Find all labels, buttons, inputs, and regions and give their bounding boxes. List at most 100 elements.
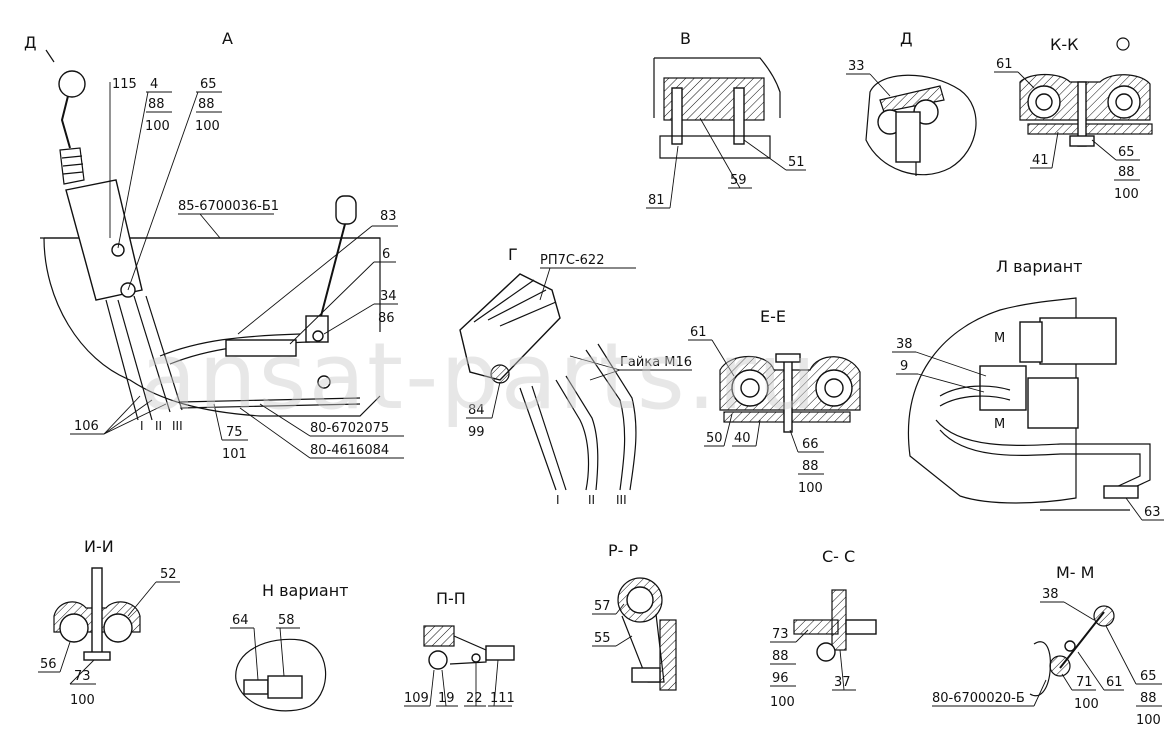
leader-106c [103, 403, 167, 435]
leader-73a [69, 659, 95, 685]
leader-40 [755, 419, 761, 447]
leader-80a [259, 403, 311, 437]
callout-22: 22 [466, 691, 483, 706]
mount-plate-line [179, 397, 361, 403]
view-mm-ring-top [1093, 605, 1115, 627]
section-mark-m-top: М [994, 331, 1005, 346]
callout-59: 59 [730, 173, 747, 188]
leader-50 [723, 413, 733, 447]
view-kk-nut [1069, 135, 1095, 147]
mount-plate-line-b [179, 403, 361, 409]
second-lever-rod [319, 223, 346, 321]
callout-88c: 88 [1118, 165, 1135, 180]
leader-106b [103, 399, 153, 435]
leader-71 [1061, 673, 1073, 691]
callout-88a: 88 [148, 97, 165, 112]
callout-115: 115 [112, 77, 137, 92]
callout-86: 86 [378, 311, 395, 326]
leader-64 [253, 627, 259, 681]
leader-41 [1051, 131, 1059, 169]
position-g1: I [556, 493, 560, 507]
cylinder-body [225, 339, 297, 357]
position-g2: II [588, 493, 595, 507]
view-d-outline [865, 74, 977, 176]
view-a-title: А [222, 29, 233, 48]
bracket-bolt [317, 375, 331, 389]
callout-80c: 80-6700020-Б [932, 691, 1025, 706]
boot-ribs [61, 155, 84, 175]
callout-40: 40 [734, 431, 751, 446]
leader-52 [127, 581, 157, 617]
view-ii-ring-right [103, 613, 133, 643]
view-d-title: Д [900, 29, 913, 48]
view-ss-bracket [793, 619, 839, 635]
view-n: Н вариант 64 58 [230, 581, 349, 712]
view-g-title: Г [508, 245, 518, 264]
leader-61b [711, 339, 735, 377]
callout-100e: 100 [70, 693, 95, 708]
view-l-valve [1039, 317, 1117, 365]
view-ss-pipe [816, 642, 836, 662]
leader-106a [103, 395, 141, 435]
view-mm-pin [1064, 640, 1076, 652]
view-d-hatch [879, 85, 945, 113]
callout-56: 56 [40, 657, 57, 672]
view-kk-title: К-К [1050, 35, 1079, 54]
view-pp: П-П 109 19 22 111 [404, 589, 515, 707]
rod-i [519, 385, 567, 491]
callout-65c: 65 [1118, 145, 1135, 160]
view-b-plate [659, 135, 771, 159]
view-ee-ring-right-inner [824, 378, 844, 398]
leader-83 [237, 225, 373, 335]
view-b-frame [653, 57, 781, 118]
leader-57 [615, 603, 625, 615]
callout-100f: 100 [770, 695, 795, 710]
callout-111: 111 [490, 691, 515, 706]
lever-rod [60, 95, 71, 149]
view-ss: С- С 73 88 96 100 37 [770, 547, 877, 710]
callout-50: 50 [706, 431, 723, 446]
second-lever-knob [335, 195, 357, 225]
leader-80b [239, 407, 311, 459]
callout-85: 85-6700036-Б1 [178, 199, 279, 214]
callout-71: 71 [1076, 675, 1093, 690]
leader-gayka-b [589, 369, 621, 381]
callout-81: 81 [648, 193, 665, 208]
view-n-outline [235, 638, 327, 712]
view-ee-title: Е-Е [760, 307, 786, 326]
leader-66 [789, 429, 799, 453]
callout-37: 37 [834, 675, 851, 690]
callout-80b: 80-4616084 [310, 443, 389, 458]
leader-81 [669, 145, 679, 209]
callout-4: 4 [150, 77, 158, 92]
leader-73b [795, 629, 809, 643]
view-pp-pin [471, 653, 481, 663]
view-d-block [895, 111, 921, 163]
view-kk-ring-right-inner [1115, 93, 1133, 111]
view-rr-title: Р- Р [608, 541, 639, 560]
rod-iii [585, 343, 637, 491]
callout-gayka: Гайка М16 [620, 355, 692, 370]
leader-80c [1033, 679, 1047, 707]
view-ee-ring-left-inner [740, 378, 760, 398]
leader-85 [199, 213, 221, 239]
view-mm-outline [1029, 641, 1051, 697]
view-l-pipes [939, 385, 1011, 407]
leader-gayka-a [569, 355, 621, 371]
view-kk-plate [1027, 123, 1153, 135]
lever-knob [58, 70, 86, 98]
leader-37 [839, 649, 845, 691]
callout-38a: 38 [896, 337, 913, 352]
view-mm: М- М 38 80-6700020-Б 71 100 61 65 88 100 [932, 563, 1162, 728]
view-l-block-b [1027, 377, 1079, 429]
leader-59 [699, 117, 741, 189]
callout-61a: 61 [996, 57, 1013, 72]
view-kk-ring-left-inner [1035, 93, 1053, 111]
view-mm-title: М- М [1056, 563, 1094, 582]
view-ii-title: И-И [84, 537, 114, 556]
position-g3: III [616, 493, 627, 507]
view-l-title: Л вариант [996, 257, 1083, 276]
leader-61a [1017, 71, 1035, 89]
view-pp-block [423, 625, 455, 647]
